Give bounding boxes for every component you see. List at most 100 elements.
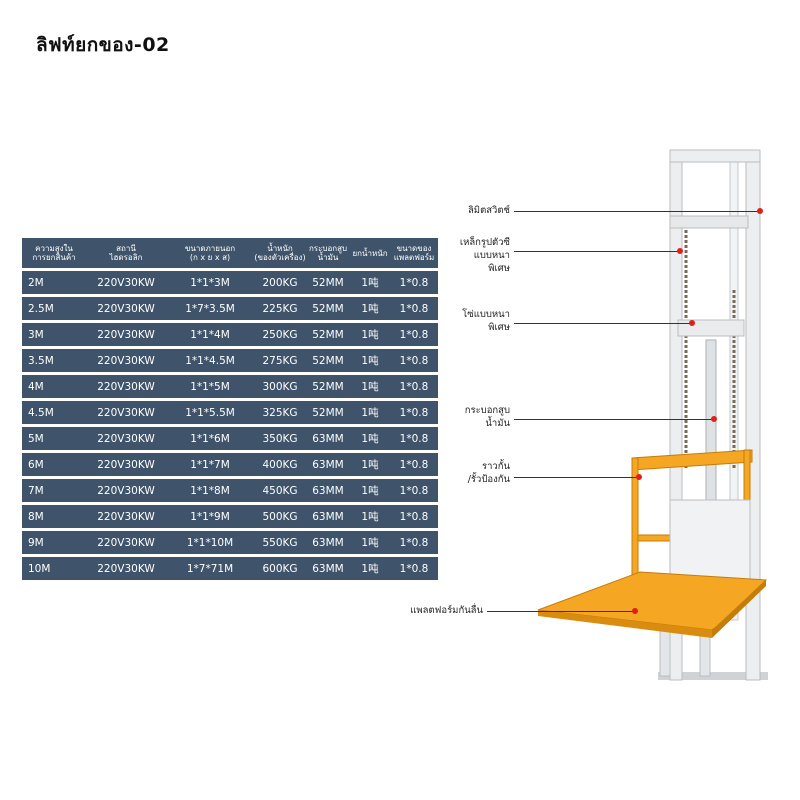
header-oil-cylinder: กระบอกสูบน้ำมัน bbox=[308, 244, 348, 262]
top-beam bbox=[669, 149, 761, 163]
table-cell: 1*0.8 bbox=[399, 562, 429, 575]
table-cell: 220V30KW bbox=[97, 562, 155, 575]
table-cell: 220V30KW bbox=[97, 510, 155, 523]
table-cell: 1吨 bbox=[361, 511, 379, 523]
table-row: 5M 220V30KW 1*1*6M 350KG 63MM 1吨 1*0.8 bbox=[22, 427, 438, 450]
table-cell: 52MM bbox=[312, 302, 344, 315]
cross-beam bbox=[669, 215, 749, 229]
table-row: 6M 220V30KW 1*1*7M 400KG 63MM 1吨 1*0.8 bbox=[22, 453, 438, 476]
table-cell: 52MM bbox=[312, 328, 344, 341]
table-cell: 1*0.8 bbox=[399, 302, 429, 315]
callout-label: ลิมิตสวิตช์ bbox=[467, 205, 510, 216]
table-cell: 1*1*6M bbox=[190, 432, 230, 445]
table-cell: 1*0.8 bbox=[399, 536, 429, 549]
table-cell: 6M bbox=[28, 458, 44, 471]
table-cell: 220V30KW bbox=[97, 432, 155, 445]
table-cell: 1吨 bbox=[361, 433, 379, 445]
header-lift-height: ความสูงในการยกสินค้า bbox=[32, 244, 76, 262]
table-cell: 1*0.8 bbox=[399, 484, 429, 497]
header-platform-size: ขนาดของแพลตฟอร์ม bbox=[393, 244, 435, 262]
table-cell: 220V30KW bbox=[97, 302, 155, 315]
base-plate bbox=[658, 672, 768, 680]
table-cell: 275KG bbox=[262, 354, 298, 367]
table-cell: 1*0.8 bbox=[399, 276, 429, 289]
table-cell: 1吨 bbox=[361, 407, 379, 419]
table-cell: 220V30KW bbox=[97, 380, 155, 393]
table-cell: 1*7*3.5M bbox=[185, 302, 235, 315]
callout-label: กระบอกสูบน้ำมัน bbox=[464, 405, 510, 429]
table-cell: 3M bbox=[28, 328, 44, 341]
table-cell: 220V30KW bbox=[97, 484, 155, 497]
table-cell: 1*0.8 bbox=[399, 406, 429, 419]
table-cell: 325KG bbox=[262, 406, 298, 419]
table-cell: 52MM bbox=[312, 406, 344, 419]
table-cell: 1*0.8 bbox=[399, 380, 429, 393]
spec-table: ความสูงในการยกสินค้า สถานีไฮดรอลิก ขนาดภ… bbox=[22, 238, 438, 583]
table-cell: 220V30KW bbox=[97, 276, 155, 289]
table-cell: 4.5M bbox=[28, 406, 54, 419]
header-machine-weight: น้ำหนัก(ของตัวเครื่อง) bbox=[254, 244, 306, 262]
table-cell: 1*7*71M bbox=[186, 562, 234, 575]
table-cell: 52MM bbox=[312, 354, 344, 367]
table-cell: 250KG bbox=[262, 328, 298, 341]
table-cell: 300KG bbox=[262, 380, 298, 393]
platform-front-edge bbox=[538, 610, 712, 638]
table-cell: 1吨 bbox=[361, 277, 379, 289]
table-cell: 1*1*3M bbox=[190, 276, 230, 289]
table-cell: 350KG bbox=[262, 432, 298, 445]
table-cell: 2M bbox=[28, 276, 44, 289]
table-row: 2M 220V30KW 1*1*3M 200KG 52MM 1吨 1*0.8 bbox=[22, 271, 438, 294]
callout-label: โซ่แบบหนาพิเศษ bbox=[462, 309, 510, 333]
callout-label: แพลตฟอร์มกันลื่น bbox=[410, 605, 483, 616]
table-cell: 220V30KW bbox=[97, 328, 155, 341]
table-cell: 1*0.8 bbox=[399, 458, 429, 471]
table-header: ความสูงในการยกสินค้า สถานีไฮดรอลิก ขนาดภ… bbox=[22, 238, 438, 268]
table-cell: 1吨 bbox=[361, 303, 379, 315]
table-cell: 220V30KW bbox=[97, 458, 155, 471]
callout-label: เหล็กรูปตัวซีแบบหนาพิเศษ bbox=[459, 237, 510, 274]
table-cell: 63MM bbox=[312, 432, 344, 445]
table-cell: 63MM bbox=[312, 510, 344, 523]
table-cell: 5M bbox=[28, 432, 44, 445]
table-cell: 52MM bbox=[312, 276, 344, 289]
table-cell: 200KG bbox=[262, 276, 298, 289]
table-cell: 1*1*5.5M bbox=[185, 406, 235, 419]
table-cell: 1吨 bbox=[361, 563, 379, 575]
table-cell: 1*1*4M bbox=[190, 328, 230, 341]
carriage-top bbox=[677, 319, 745, 337]
table-cell: 500KG bbox=[262, 510, 298, 523]
header-hydraulic-station: สถานีไฮดรอลิก bbox=[109, 244, 143, 262]
platform-top bbox=[537, 571, 768, 631]
table-cell: 3.5M bbox=[28, 354, 54, 367]
table-cell: 1*0.8 bbox=[399, 432, 429, 445]
table-cell: 63MM bbox=[312, 458, 344, 471]
table-cell: 63MM bbox=[312, 484, 344, 497]
table-cell: 400KG bbox=[262, 458, 298, 471]
table-cell: 1*1*7M bbox=[190, 458, 230, 471]
header-outer-size: ขนาดภายนอก(ก x ย x ส) bbox=[184, 244, 236, 262]
callout-label: ราวกั้น/รั้วป้องกัน bbox=[467, 461, 510, 485]
table-cell: 450KG bbox=[262, 484, 298, 497]
table-cell: 1吨 bbox=[361, 459, 379, 471]
table-cell: 2.5M bbox=[28, 302, 54, 315]
table-cell: 1吨 bbox=[361, 381, 379, 393]
table-cell: 1吨 bbox=[361, 537, 379, 549]
table-cell: 8M bbox=[28, 510, 44, 523]
table-cell: 1*1*8M bbox=[190, 484, 230, 497]
table-cell: 1*0.8 bbox=[399, 354, 429, 367]
table-cell: 550KG bbox=[262, 536, 298, 549]
table-cell: 1*0.8 bbox=[399, 328, 429, 341]
table-cell: 52MM bbox=[312, 380, 344, 393]
lift-illustration bbox=[537, 149, 768, 681]
table-cell: 4M bbox=[28, 380, 44, 393]
table-cell: 1*1*10M bbox=[186, 536, 234, 549]
table-cell: 220V30KW bbox=[97, 406, 155, 419]
